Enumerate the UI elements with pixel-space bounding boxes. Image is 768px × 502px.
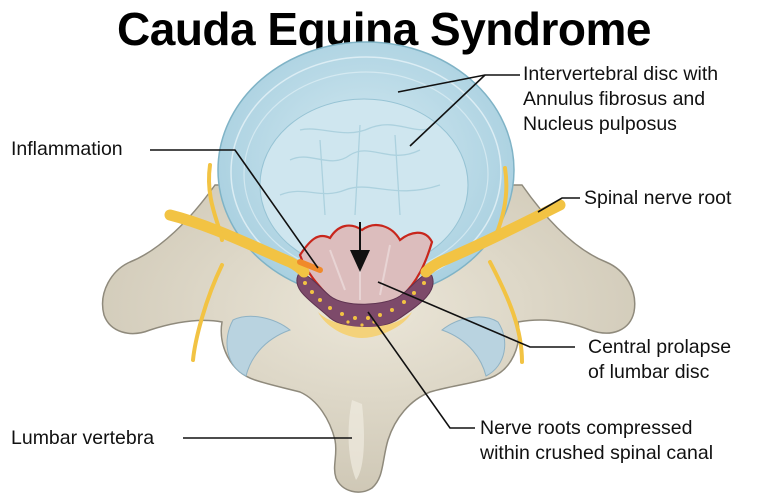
label-disc-line3: Nucleus pulposus xyxy=(523,113,677,135)
compressed-spinal-canal xyxy=(296,273,434,338)
intervertebral-disc xyxy=(217,41,515,299)
label-nerve-roots-line2: within crushed spinal canal xyxy=(480,442,714,464)
label-lumbar-vertebra: Lumbar vertebra xyxy=(11,427,155,449)
label-prolapse-line1: Central prolapse xyxy=(588,336,732,358)
spinal-nerve-roots xyxy=(164,163,566,364)
prolapse-direction-arrow-icon xyxy=(350,222,370,272)
label-central-prolapse: Central prolapse of lumbar disc xyxy=(588,335,731,385)
label-disc-line1: Intervertebral disc with xyxy=(523,63,719,85)
label-disc-line2: Annulus fibrosus and xyxy=(523,88,706,110)
label-inflammation: Inflammation xyxy=(11,138,123,160)
leader-lines xyxy=(150,74,580,439)
lumbar-vertebra-shape xyxy=(101,184,636,493)
label-nerve-roots-line1: Nerve roots compressed xyxy=(480,417,693,439)
label-spinal-nerve-root: Spinal nerve root xyxy=(584,187,732,209)
label-prolapse-line2: of lumbar disc xyxy=(588,361,710,383)
label-intervertebral-disc: Intervertebral disc with Annulus fibrosu… xyxy=(523,62,718,137)
label-nerve-roots-compressed: Nerve roots compressed within crushed sp… xyxy=(480,416,713,466)
